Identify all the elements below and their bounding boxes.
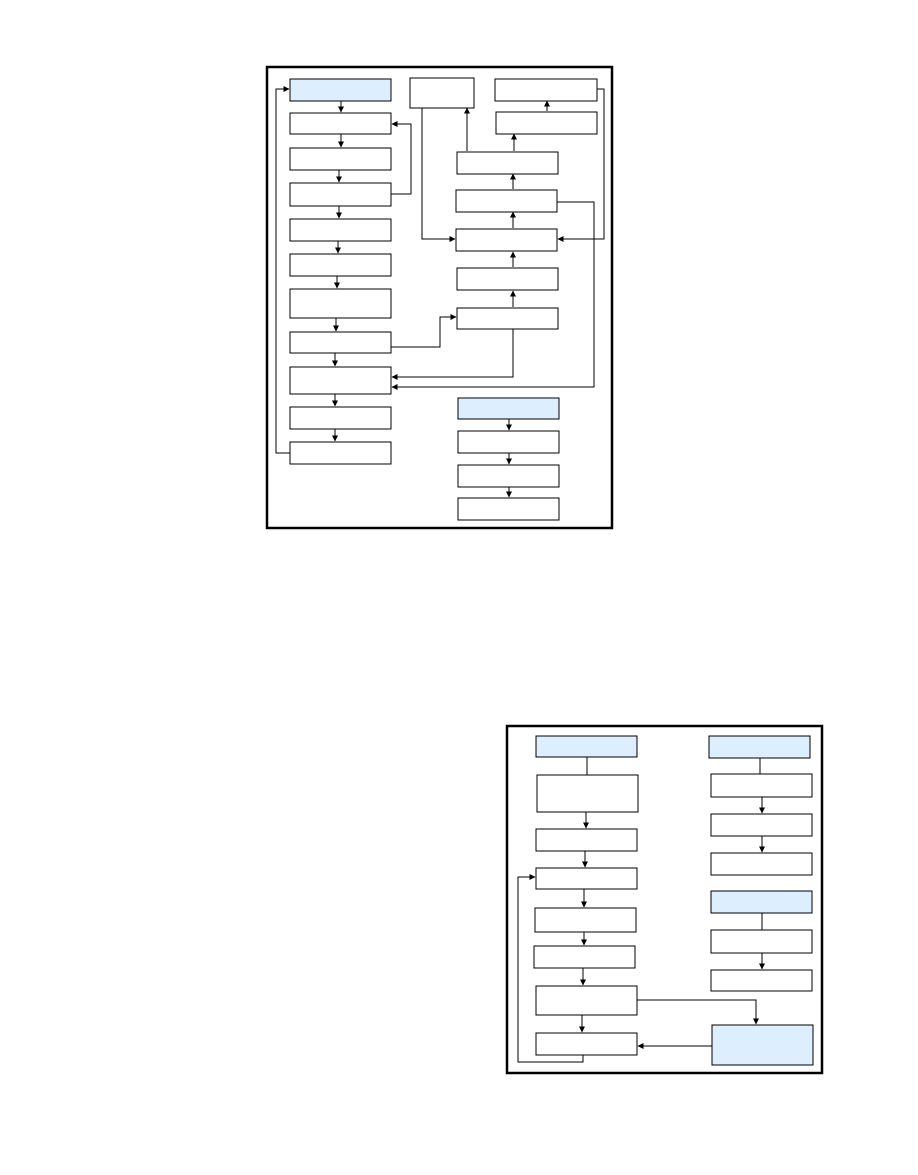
lower-edges (517, 757, 765, 1063)
flow-node-c1 (457, 397, 560, 420)
flow-node-a6 (289, 253, 392, 277)
flow-node-a2 (289, 112, 392, 135)
flow-node-a11 (289, 441, 392, 465)
upper-diagram-frame (265, 65, 614, 530)
flow-node-a9 (289, 366, 392, 395)
upper-edges (275, 86, 605, 498)
flow-node-b5 (455, 228, 558, 252)
edge-b1-b5 (421, 108, 456, 242)
flow-node-a8 (289, 331, 392, 354)
flow-node-d5 (534, 907, 637, 933)
flow-node-b4 (455, 189, 558, 213)
flow-node-f3 (710, 969, 813, 992)
flow-node-e1 (708, 735, 811, 759)
flow-node-a7 (289, 288, 392, 319)
flow-node-d1 (535, 735, 638, 758)
edge-b4-a9 (391, 201, 595, 390)
flow-node-f1 (710, 890, 813, 914)
flow-node-g1 (711, 1024, 814, 1066)
flow-node-a10 (289, 406, 392, 430)
flow-node-d7 (535, 985, 638, 1016)
flow-node-d3 (535, 828, 638, 852)
flow-node-b1 (409, 77, 475, 109)
flow-node-d2 (536, 774, 639, 813)
lower-nodes (533, 735, 814, 1066)
flow-node-b2 (494, 78, 598, 102)
flow-node-e4 (710, 852, 813, 876)
flow-node-a4 (289, 182, 392, 207)
upper-nodes (289, 77, 598, 521)
flow-node-c2 (457, 430, 560, 454)
edge-a11-loop-a1 (275, 86, 290, 454)
flow-node-b3 (456, 151, 559, 175)
flow-node-d8 (535, 1032, 638, 1056)
flow-node-b7 (456, 307, 559, 330)
flow-node-c3 (457, 464, 560, 488)
edge-b2-b5 (557, 88, 605, 242)
flow-node-b9 (495, 111, 598, 135)
flow-node-c4 (457, 497, 560, 521)
flow-node-f2 (710, 929, 813, 954)
flow-node-a5 (289, 218, 392, 242)
edge-b7-a9 (391, 329, 514, 380)
flow-node-d4 (535, 867, 638, 890)
flow-node-b6 (456, 267, 559, 291)
edge-d8-loop-d4 (517, 874, 584, 1063)
lower-flowchart (505, 724, 824, 1075)
edge-d7-g1 (637, 999, 759, 1025)
flow-node-e3 (710, 813, 813, 837)
edge-a8-b7 (391, 314, 457, 348)
edge-a4-back-a2 (391, 121, 412, 195)
flow-node-a3 (289, 147, 392, 171)
flow-node-a1 (289, 78, 392, 102)
upper-flowchart (265, 65, 614, 530)
flow-node-d6 (533, 945, 636, 969)
lower-diagram-frame (505, 724, 824, 1075)
flow-node-e2 (710, 773, 813, 798)
